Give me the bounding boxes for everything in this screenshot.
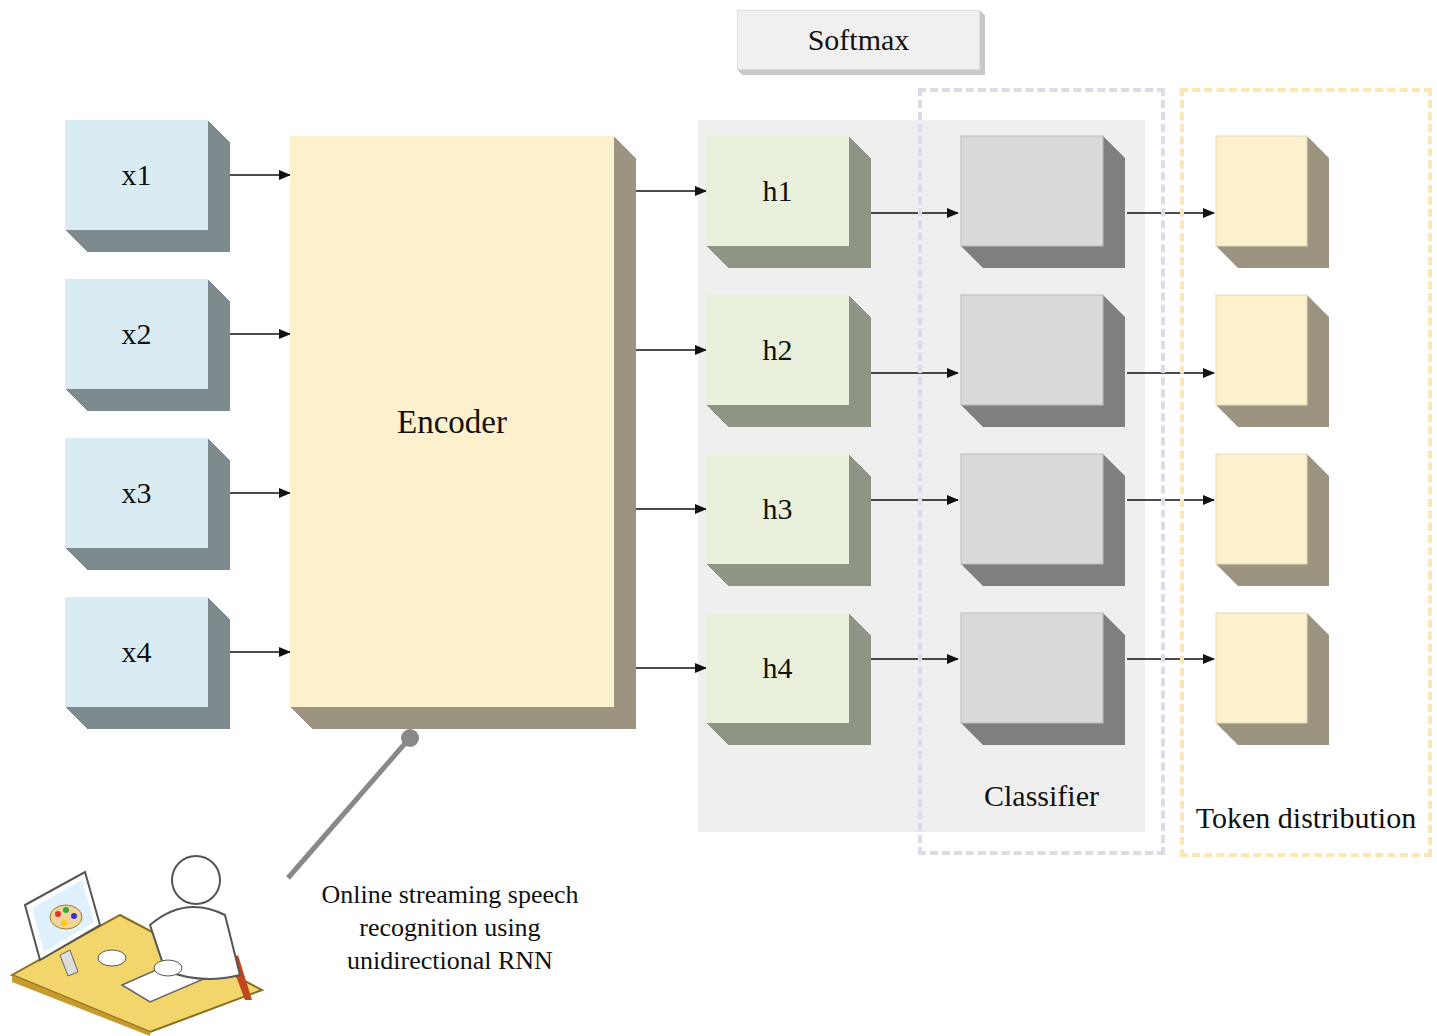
node-label: x4 <box>122 633 152 671</box>
connector-arrow <box>614 667 706 669</box>
token-distribution-region: Token distribution <box>1180 88 1432 857</box>
input-box: x4 <box>65 597 208 707</box>
connector-arrow <box>208 651 290 653</box>
input-box: x1 <box>65 120 208 230</box>
annotation-text: Online streaming speech recognition usin… <box>300 878 600 977</box>
leader-line <box>288 729 419 878</box>
connector-arrow <box>614 190 706 192</box>
token-box <box>1216 136 1329 745</box>
hidden-state-box: h1 <box>706 136 849 246</box>
classifier-region: Classifier <box>918 88 1165 855</box>
connector-arrow <box>614 508 706 510</box>
input-box: x3 <box>65 438 208 548</box>
node-label: h3 <box>763 490 793 528</box>
node-label: Encoder <box>397 403 507 441</box>
input-box: x2 <box>65 279 208 389</box>
node-label: x2 <box>122 315 152 353</box>
hidden-state-box: h4 <box>706 613 849 723</box>
person-illustration <box>12 856 262 1036</box>
encoder-box: Encoder <box>290 136 614 707</box>
connector-arrow <box>208 333 290 335</box>
node-label: Token distribution <box>1184 799 1428 837</box>
hidden-state-box: h2 <box>706 295 849 405</box>
node-label: x1 <box>122 156 152 194</box>
hidden-state-box: h3 <box>706 454 849 564</box>
node-label: Softmax <box>808 21 910 59</box>
connector-arrow <box>208 174 290 176</box>
softmax-box: Softmax <box>737 10 980 70</box>
classifier-box <box>961 136 1125 745</box>
node-label: h1 <box>763 172 793 210</box>
node-label: h4 <box>763 649 793 687</box>
connector-arrow <box>208 492 290 494</box>
node-label: h2 <box>763 331 793 369</box>
connector-arrow <box>614 349 706 351</box>
node-label: Classifier <box>922 777 1161 815</box>
node-label: x3 <box>122 474 152 512</box>
